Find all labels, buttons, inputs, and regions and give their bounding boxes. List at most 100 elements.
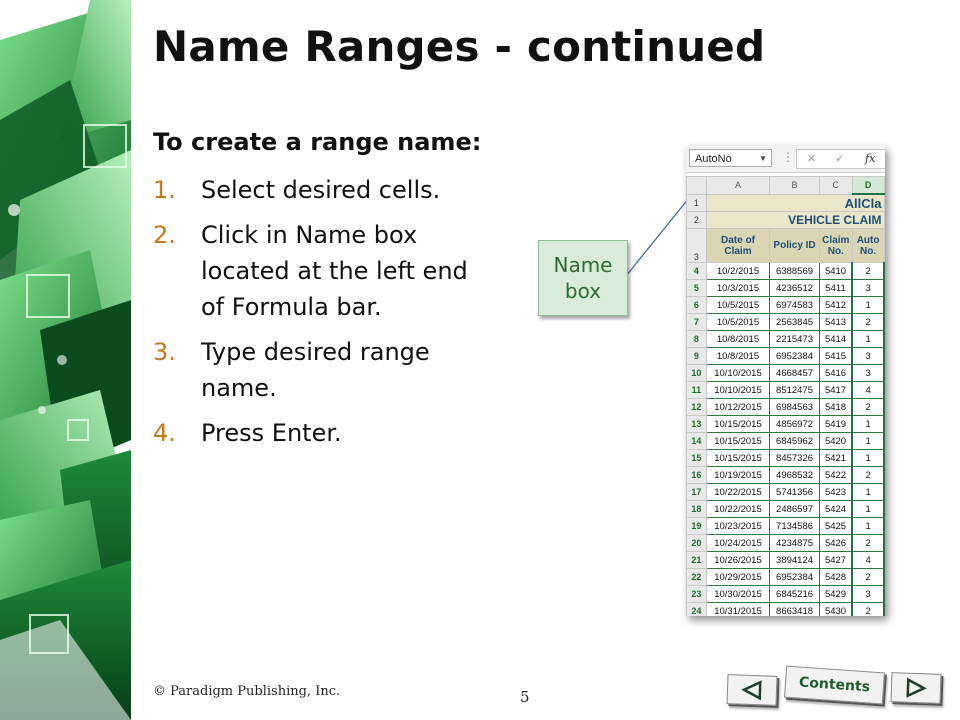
date-cell[interactable]: 10/24/2015 [705,534,771,552]
claim-no-cell[interactable]: 5425 [818,517,853,535]
date-cell[interactable]: 10/3/2015 [705,279,771,297]
date-cell[interactable]: 10/15/2015 [705,432,771,450]
date-cell[interactable]: 10/31/2015 [705,602,771,616]
select-all-corner[interactable] [686,176,707,195]
policy-id-cell[interactable]: 8457326 [769,449,820,467]
header-cell[interactable]: Policy ID [769,228,820,263]
auto-no-cell[interactable]: 2 [851,568,885,586]
auto-no-cell[interactable]: 1 [851,483,885,501]
row-header[interactable]: 6 [686,296,707,314]
policy-id-cell[interactable]: 4236512 [769,279,820,297]
row-header[interactable]: 2 [686,211,707,229]
auto-no-cell[interactable]: 1 [851,330,885,348]
auto-no-cell[interactable]: 1 [851,432,885,450]
auto-no-cell[interactable]: 3 [851,279,885,297]
policy-id-cell[interactable]: 4668457 [769,364,820,382]
date-cell[interactable]: 10/19/2015 [705,466,771,484]
claim-no-cell[interactable]: 5412 [818,296,853,314]
claim-no-cell[interactable]: 5430 [818,602,853,616]
auto-no-cell[interactable]: 1 [851,415,885,433]
column-header[interactable]: C [818,176,853,195]
date-cell[interactable]: 10/22/2015 [705,500,771,518]
auto-no-cell[interactable]: 3 [851,347,885,365]
policy-id-cell[interactable]: 8663418 [769,602,820,616]
header-cell[interactable]: Claim No. [818,228,853,263]
claim-no-cell[interactable]: 5415 [818,347,853,365]
sheet-title-cell[interactable]: AllCla [705,193,885,212]
date-cell[interactable]: 10/10/2015 [705,381,771,399]
date-cell[interactable]: 10/23/2015 [705,517,771,535]
policy-id-cell[interactable]: 4234875 [769,534,820,552]
policy-id-cell[interactable]: 3894124 [769,551,820,569]
row-header[interactable]: 20 [686,534,707,552]
row-header[interactable]: 3 [686,228,707,263]
date-cell[interactable]: 10/22/2015 [705,483,771,501]
row-header[interactable]: 12 [686,398,707,416]
row-header[interactable]: 11 [686,381,707,399]
date-cell[interactable]: 10/15/2015 [705,449,771,467]
row-header[interactable]: 4 [686,262,707,280]
date-cell[interactable]: 10/26/2015 [705,551,771,569]
claim-no-cell[interactable]: 5420 [818,432,853,450]
claim-no-cell[interactable]: 5424 [818,500,853,518]
policy-id-cell[interactable]: 2563845 [769,313,820,331]
policy-id-cell[interactable]: 5741356 [769,483,820,501]
date-cell[interactable]: 10/8/2015 [705,347,771,365]
enter-check-icon[interactable]: ✓ [835,153,845,165]
row-header[interactable]: 15 [686,449,707,467]
cancel-icon[interactable]: ✕ [807,153,817,165]
contents-button[interactable]: Contents [784,665,885,705]
claim-no-cell[interactable]: 5414 [818,330,853,348]
auto-no-cell[interactable]: 3 [851,585,885,603]
policy-id-cell[interactable]: 6952384 [769,568,820,586]
policy-id-cell[interactable]: 8512475 [769,381,820,399]
row-header[interactable]: 23 [686,585,707,603]
auto-no-cell[interactable]: 2 [851,398,885,416]
policy-id-cell[interactable]: 6984563 [769,398,820,416]
auto-no-cell[interactable]: 2 [851,534,885,552]
header-cell[interactable]: Date of Claim [705,228,771,263]
claim-no-cell[interactable]: 5421 [818,449,853,467]
row-header[interactable]: 17 [686,483,707,501]
row-header[interactable]: 24 [686,602,707,616]
claim-no-cell[interactable]: 5429 [818,585,853,603]
policy-id-cell[interactable]: 6952384 [769,347,820,365]
header-cell[interactable]: Auto No. [851,228,885,263]
claim-no-cell[interactable]: 5422 [818,466,853,484]
policy-id-cell[interactable]: 2215473 [769,330,820,348]
row-header[interactable]: 14 [686,432,707,450]
row-header[interactable]: 22 [686,568,707,586]
insert-function-icon[interactable]: fx [865,152,876,165]
sheet-subtitle-cell[interactable]: VEHICLE CLAIM [705,211,885,229]
auto-no-cell[interactable]: 1 [851,517,885,535]
dropdown-arrow-icon[interactable]: ▼ [759,154,767,163]
auto-no-cell[interactable]: 4 [851,551,885,569]
auto-no-cell[interactable]: 2 [851,466,885,484]
claim-no-cell[interactable]: 5419 [818,415,853,433]
row-header[interactable]: 13 [686,415,707,433]
row-header[interactable]: 1 [686,193,707,212]
auto-no-cell[interactable]: 2 [851,313,885,331]
claim-no-cell[interactable]: 5418 [818,398,853,416]
policy-id-cell[interactable]: 6845216 [769,585,820,603]
date-cell[interactable]: 10/5/2015 [705,296,771,314]
claim-no-cell[interactable]: 5411 [818,279,853,297]
auto-no-cell[interactable]: 3 [851,364,885,382]
auto-no-cell[interactable]: 1 [851,449,885,467]
date-cell[interactable]: 10/2/2015 [705,262,771,280]
date-cell[interactable]: 10/15/2015 [705,415,771,433]
claim-no-cell[interactable]: 5428 [818,568,853,586]
row-header[interactable]: 18 [686,500,707,518]
auto-no-cell[interactable]: 4 [851,381,885,399]
policy-id-cell[interactable]: 6845962 [769,432,820,450]
auto-no-cell[interactable]: 2 [851,262,885,280]
policy-id-cell[interactable]: 4968532 [769,466,820,484]
claim-no-cell[interactable]: 5427 [818,551,853,569]
policy-id-cell[interactable]: 6974583 [769,296,820,314]
claim-no-cell[interactable]: 5416 [818,364,853,382]
name-box[interactable]: AutoNo ▼ [689,149,772,167]
date-cell[interactable]: 10/29/2015 [705,568,771,586]
row-header[interactable]: 8 [686,330,707,348]
row-header[interactable]: 9 [686,347,707,365]
policy-id-cell[interactable]: 6388569 [769,262,820,280]
